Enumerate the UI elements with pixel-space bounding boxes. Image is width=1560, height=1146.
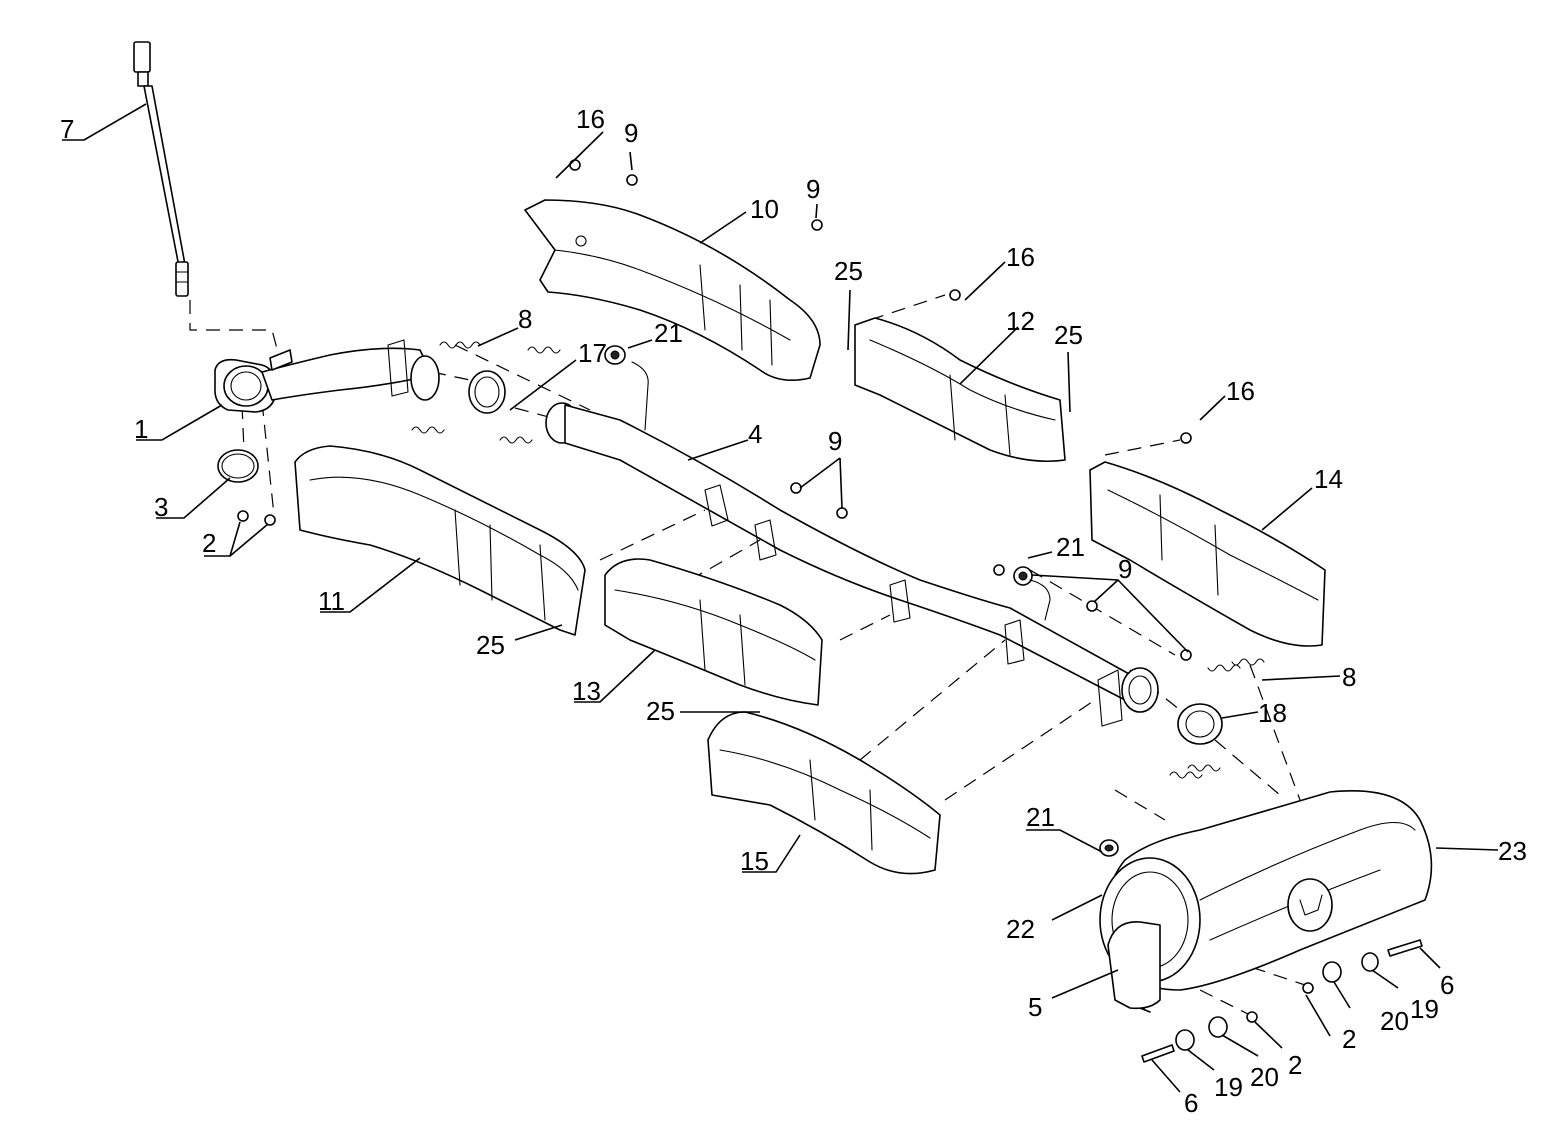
callout-1: 1 (134, 414, 148, 444)
heat-shield-10 (524, 199, 821, 381)
callout-16: 16 (1226, 376, 1255, 406)
tailpipe (1107, 921, 1161, 1010)
callout-5: 5 (1028, 992, 1042, 1022)
oxygen-sensor (133, 41, 189, 297)
heat-shield-14 (1089, 461, 1326, 647)
callout-20: 20 (1250, 1062, 1279, 1092)
callout-7: 7 (60, 114, 74, 144)
callout-9: 9 (806, 174, 820, 204)
callout-25: 25 (646, 696, 675, 726)
callout-15: 15 (740, 846, 769, 876)
mid-pipe (545, 361, 1159, 727)
callout-21: 21 (654, 318, 683, 348)
callout-17: 17 (578, 338, 607, 368)
callout-2: 2 (1288, 1050, 1302, 1080)
callout-2: 2 (1342, 1024, 1356, 1054)
callout-19: 19 (1214, 1072, 1243, 1102)
springs-left (411, 341, 561, 444)
callout-6: 6 (1184, 1088, 1198, 1118)
callout-20: 20 (1380, 1006, 1409, 1036)
callout-21: 21 (1026, 802, 1055, 832)
heat-shield-15 (707, 711, 941, 875)
springs-right (1169, 658, 1265, 779)
outlet-seal (1177, 703, 1223, 745)
callout-22: 22 (1006, 914, 1035, 944)
callout-4: 4 (748, 419, 762, 449)
callout-8: 8 (1342, 662, 1356, 692)
callout-12: 12 (1006, 306, 1035, 336)
callout-9: 9 (828, 426, 842, 456)
callout-13: 13 (572, 676, 601, 706)
callout-9: 9 (1118, 554, 1132, 584)
callout-2: 2 (202, 528, 216, 558)
callout-3: 3 (154, 492, 168, 522)
callout-9: 9 (624, 118, 638, 148)
callout-10: 10 (750, 194, 779, 224)
gasket (217, 449, 259, 483)
pipe-seal (468, 370, 506, 414)
callout-6: 6 (1440, 970, 1454, 1000)
grommets (604, 345, 1119, 857)
callout-25: 25 (1054, 320, 1083, 350)
callout-19: 19 (1410, 994, 1439, 1024)
callout-14: 14 (1314, 464, 1343, 494)
callout-labels: 7 1 3 2 16 9 10 9 25 16 12 25 16 14 8 17… (60, 104, 1527, 1118)
callout-8: 8 (518, 304, 532, 334)
heat-shield-13 (604, 558, 823, 706)
leader-lines (62, 103, 1499, 1093)
header-pipe (214, 339, 440, 413)
heat-shield-11 (294, 445, 586, 636)
callout-21: 21 (1056, 532, 1085, 562)
callout-16: 16 (1006, 242, 1035, 272)
callout-25: 25 (834, 256, 863, 286)
heat-shield-12 (854, 317, 1066, 463)
callout-16: 16 (576, 104, 605, 134)
callout-11: 11 (318, 586, 345, 616)
muffler (1099, 790, 1433, 1013)
assembly-dash-lines (189, 294, 1306, 1016)
callout-18: 18 (1258, 698, 1287, 728)
callout-23: 23 (1498, 836, 1527, 866)
callout-25: 25 (476, 630, 505, 660)
